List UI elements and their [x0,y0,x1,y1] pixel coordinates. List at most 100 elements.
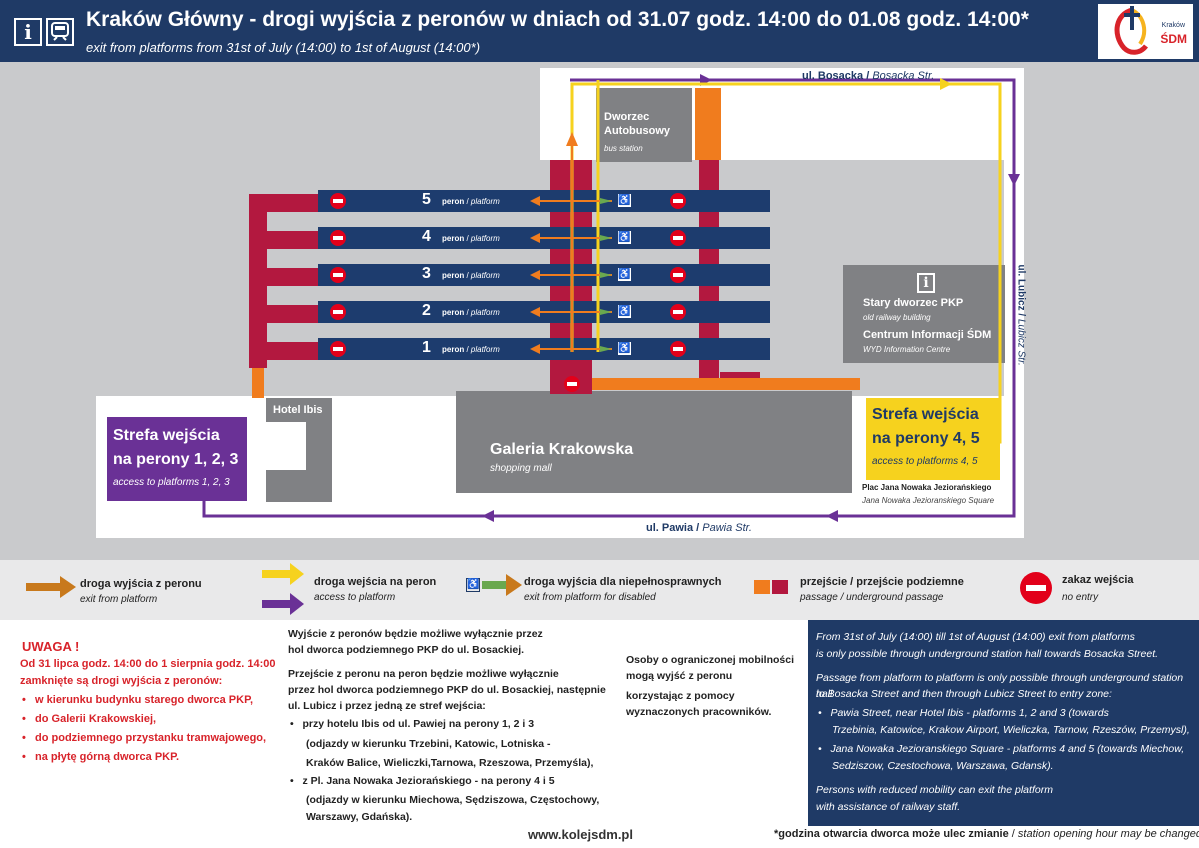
bus-station-label-en: bus station [604,144,643,153]
left-passage-h3 [266,268,318,286]
eng-text-3: Passage from platform to platform is onl… [816,672,1184,700]
no-entry-icon [670,230,686,246]
platform-number: 4 [422,228,431,245]
uwaga-item: • do Galerii Krakowskiej, [22,713,157,725]
mobility-text-3: korzystając z pomocy [626,690,735,702]
eng-text-7: • Jana Nowaka Jezioranskiego Square - pl… [818,743,1185,755]
mobility-text-2: mogą wyjść z peronu [626,670,733,682]
mid-text-2: hol dworca podziemnego PKP do ul. Bosack… [288,644,525,656]
access-arrow-purple-icon [262,593,304,615]
left-passage-h5 [266,194,318,212]
bus-passage-orange [695,88,721,160]
header-icons: i [14,18,74,46]
no-entry-icon [330,304,346,320]
old-station-building: i Stary dworzec PKP old railway building… [843,265,1005,363]
left-passage-h1 [266,342,318,360]
mobility-text-4: wyznaczonych pracowników. [626,706,772,718]
wheelchair-icon: ♿ [466,578,480,592]
platform-number: 5 [422,191,431,208]
platform-label: peron / platform [442,197,500,206]
no-entry-icon [670,341,686,357]
mid-text-5: ul. Lubicz i przez jedną ze stref wejści… [288,700,486,712]
legend-exit-en: exit from platform [80,594,158,605]
wheelchair-icon: ♿ [618,342,631,355]
access-arrow-yellow-icon [262,563,304,585]
legend-passage-en: passage / underground passage [800,592,944,603]
info-centre-label-en: WYD Information Centre [863,345,951,354]
wheelchair-icon: ♿ [618,231,631,244]
mid-text-10: (odjazdy w kierunku Miechowa, Sędziszowa… [306,794,600,806]
info-icon: i [14,18,42,46]
zone-right-title: Strefa wejścia [872,406,979,423]
wheelchair-icon: ♿ [618,268,631,281]
mid-text-9: • z Pl. Jana Nowaka Jeziorańskiego - na … [290,775,555,787]
left-passage-h2 [266,305,318,323]
orange-passage [592,378,860,390]
left-passage [249,194,267,368]
mid-text-7: (odjazdy w kierunku Trzebini, Katowic, L… [306,738,551,750]
eng-text-4: to Bosacka Street and then through Lubic… [816,688,1112,700]
legend-access: droga wejścia na peron [314,576,437,588]
logo-text: ŚDM [1160,32,1187,46]
disabled-exit-arrow-icon [482,574,522,596]
hotel-notch [266,422,306,470]
footnote: *godzina otwarcia dworca może ulec zmian… [774,828,1199,840]
platform-number: 3 [422,265,431,282]
legend-noentry: zakaz wejścia [1062,574,1134,586]
zone-left-title-2: na perony 1, 2, 3 [113,451,239,468]
zone-right-title-2: na perony 4, 5 [872,430,980,447]
platform-number: 2 [422,302,431,319]
platform-label: peron / platform [442,345,500,354]
no-entry-icon [330,193,346,209]
left-passage-h4 [266,231,318,249]
legend-disabled: droga wyjścia dla niepełnosprawnych [524,576,722,588]
mid-text-1: Wyjście z peronów będzie możliwe wyłączn… [288,628,543,640]
eng-text-2: is only possible through underground sta… [816,648,1159,660]
platform-label: peron / platform [442,234,500,243]
eng-text-6: Trzebinia, Katowice, Krakow Airport, Wie… [832,724,1190,736]
eng-text-10: with assistance of railway staff. [816,801,961,813]
uwaga-item: • do podziemnego przystanku tramwajowego… [22,732,267,744]
galeria-building: Galeria Krakowska shopping mall [456,391,852,493]
mid-text-11: Warszawy, Gdańska). [306,811,413,823]
page-title: Kraków Główny - drogi wyjścia z peronów … [86,8,1029,31]
mid-text-6: • przy hotelu Ibis od ul. Pawiej na pero… [290,718,535,730]
legend-noentry-en: no entry [1062,592,1099,603]
legend-disabled-en: exit from platform for disabled [524,592,656,603]
uwaga-item: • na płytę górną dworca PKP. [22,751,180,763]
info-centre-label: Centrum Informacji ŚDM [863,329,992,341]
sdm-logo: Kraków ŚDM [1098,4,1193,59]
hotel-ibis-label: Hotel Ibis [273,404,323,416]
old-station-label-en: old railway building [863,313,931,322]
legend-exit: droga wyjścia z peronu [80,578,202,590]
bus-station-building: Dworzec Autobusowy bus station [596,88,692,162]
legend-passage: przejście / przejście podziemne [800,576,964,588]
no-entry-icon [670,267,686,283]
no-entry-icon [670,304,686,320]
zone-left-title: Strefa wejścia [113,427,220,444]
website-link[interactable]: www.kolejsdm.pl [528,827,633,842]
wheelchair-icon: ♿ [618,305,631,318]
mid-text-3: Przejście z peronu na peron będzie możli… [288,668,559,680]
mid-text-8: Kraków Balice, Wieliczki,Tarnowa, Rzeszo… [306,757,594,769]
platform-label: peron / platform [442,271,500,280]
uwaga-line-1: Od 31 lipca godz. 14:00 do 1 sierpnia go… [20,658,276,670]
hotel-ibis-building: Hotel Ibis [266,398,332,502]
entry-zone-platforms-45: Strefa wejścia na perony 4, 5 access to … [866,398,1000,480]
no-entry-icon [330,341,346,357]
left-stairs [252,368,264,398]
square-label: Plac Jana Nowaka Jeziorańskiego [862,483,992,492]
station-map: Dworzec Autobusowy bus station i Stary d… [0,62,1199,558]
wheelchair-icon: ♿ [618,194,631,207]
uwaga-line-2: zamknięte są drogi wyjścia z peronów: [20,675,223,687]
mid-text-4: przez hol dworca podziemnego PKP do ul. … [288,684,606,696]
square-label-en: Jana Nowaka Jezioranskiego Square [862,496,995,505]
zone-right-en: access to platforms 4, 5 [872,456,978,467]
galeria-label-en: shopping mall [490,463,552,474]
exit-arrow-icon [26,576,76,598]
platform-label: peron / platform [442,308,500,317]
page-subtitle: exit from platforms from 31st of July (1… [86,40,481,55]
legend-access-en: access to platform [314,592,396,603]
bus-station-label: Dworzec Autobusowy [604,111,670,137]
